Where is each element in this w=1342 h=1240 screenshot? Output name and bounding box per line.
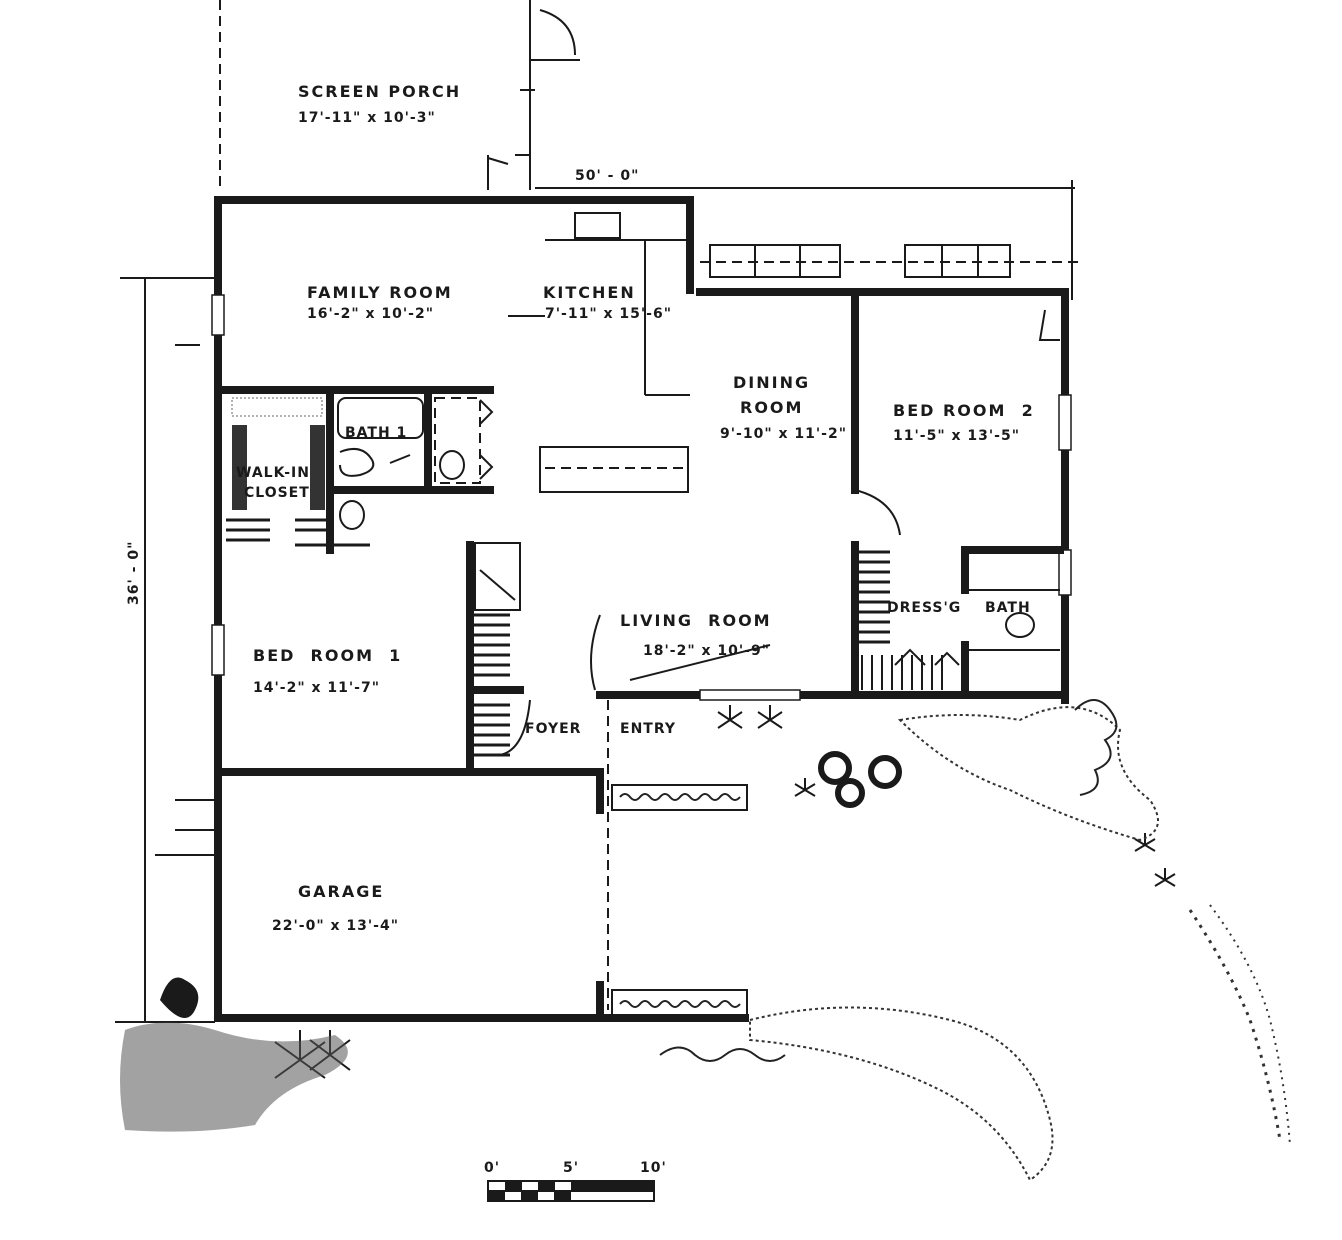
- entry-label: ENTRY: [620, 721, 676, 737]
- living-room-size: 18'-2" x 10'-9": [643, 643, 770, 659]
- walk-in-closet-label-line1: WALK-IN: [236, 465, 310, 481]
- living-room-curve: [590, 614, 601, 691]
- scale-label-5: 5': [563, 1160, 579, 1176]
- screen-porch-label: SCREEN PORCH: [298, 82, 461, 101]
- screen-porch-size: 17'-11" x 10'-3": [298, 110, 436, 126]
- foyer-label: FOYER: [525, 721, 581, 737]
- family-room-label: FAMILY ROOM: [307, 283, 453, 302]
- scale-label-10: 10': [640, 1160, 667, 1176]
- family-room-size: 16'-2" x 10'-2": [307, 306, 434, 322]
- landscaping: [120, 699, 1291, 1182]
- windows: [211, 244, 1080, 701]
- scale-bar: [487, 1180, 655, 1202]
- bed-room-2-label: BED ROOM 2: [893, 401, 1035, 420]
- dining-room-label-line2: ROOM: [740, 398, 803, 417]
- living-room-line: [629, 644, 771, 681]
- doors: [389, 309, 1060, 756]
- dressing-label: DRESS'G: [887, 600, 961, 616]
- interior-walls: [221, 212, 1064, 1010]
- walk-in-closet-label-line2: CLOSET: [244, 485, 310, 501]
- closet-shelving: [226, 397, 370, 547]
- bed-room-1-size: 14'-2" x 11'-7": [253, 680, 380, 696]
- bath-1-label: BATH 1: [345, 425, 407, 441]
- screen-porch-area: [219, 0, 580, 190]
- garage-details: [155, 344, 218, 856]
- dining-room-label-line1: DINING: [733, 373, 810, 392]
- dining-room-size: 9'-10" x 11'-2": [720, 426, 847, 442]
- bath-fixtures: [337, 397, 1035, 638]
- scale-label-0: 0': [484, 1160, 500, 1176]
- garage-size: 22'-0" x 13'-4": [272, 918, 399, 934]
- depth-dimension-label: 36' - 0": [126, 541, 142, 605]
- bed-room-1-label: BED ROOM 1: [253, 646, 402, 665]
- depth-dimension-line: [115, 277, 215, 1023]
- bath-2-label: BATH: [985, 600, 1031, 616]
- width-dimension-line: [535, 180, 1075, 300]
- living-room-label: LIVING ROOM: [620, 611, 772, 630]
- kitchen-size: 7'-11" x 15'-6": [545, 306, 672, 322]
- closet-hatching: [472, 542, 960, 757]
- width-dimension-label: 50' - 0": [575, 168, 639, 184]
- kitchen-label: KITCHEN: [543, 283, 636, 302]
- garage-label: GARAGE: [298, 882, 384, 901]
- bed-room-2-size: 11'-5" x 13'-5": [893, 428, 1020, 444]
